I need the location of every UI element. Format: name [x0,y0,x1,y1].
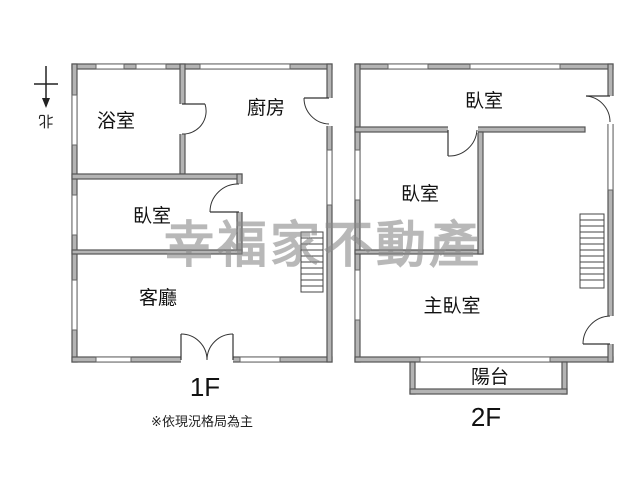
window [326,149,333,206]
door-gap [607,316,614,344]
window [239,356,281,363]
room-label-bedroom: 臥室 [133,205,171,227]
window [95,356,132,363]
floor-1f-plan: 浴室 廚房 臥室 客廳 1F ※依現況格局為主 [71,63,333,430]
floor-2f-plan: 臥室 臥室 主臥室 陽台 2F [354,63,614,432]
wall [477,131,484,255]
window [354,269,361,321]
door-swing [180,333,208,361]
watermark-text: 幸福家不動產 [164,216,482,274]
room-label-living-room: 客廳 [139,287,177,309]
door-gap [607,96,614,124]
window [199,63,291,70]
north-compass: 北 [34,66,58,130]
window [71,194,78,236]
wall [326,63,333,363]
staircase-2f [579,213,605,289]
room-label-balcony: 陽台 [471,366,509,388]
room-label-bathroom: 浴室 [97,110,135,132]
floor-label-2f: 2F [471,402,501,432]
wall [607,63,614,363]
staircase-1f [300,231,324,293]
window [95,63,125,70]
stair-frame [579,213,605,289]
door-gap [236,184,243,212]
room-label-bedroom-top: 臥室 [465,90,503,112]
wall [71,173,243,180]
room-label-bedroom-middle: 臥室 [401,183,439,205]
door-swing [181,103,207,135]
door-gap [179,104,186,134]
room-label-kitchen: 廚房 [247,96,285,119]
door-swing [585,95,611,123]
compass-arrow-icon [42,98,50,108]
door-swing [582,315,611,345]
door-swing [209,183,240,213]
floor-label-1f: 1F [190,372,220,402]
compass-north-label: 北 [38,112,53,130]
door-gap [448,126,478,133]
door-gap [326,98,333,126]
window [71,279,78,331]
wall [71,249,243,255]
layout-note: ※依現況格局為主 [151,414,253,430]
window [387,63,429,70]
window [71,94,78,146]
window [135,63,167,70]
window [419,356,551,363]
door-swing [303,97,330,125]
window [354,149,361,201]
room-label-master-bedroom: 主臥室 [423,295,480,317]
door-swing [206,333,234,361]
wall [409,388,568,395]
window [469,63,561,70]
door-swing [447,129,478,157]
